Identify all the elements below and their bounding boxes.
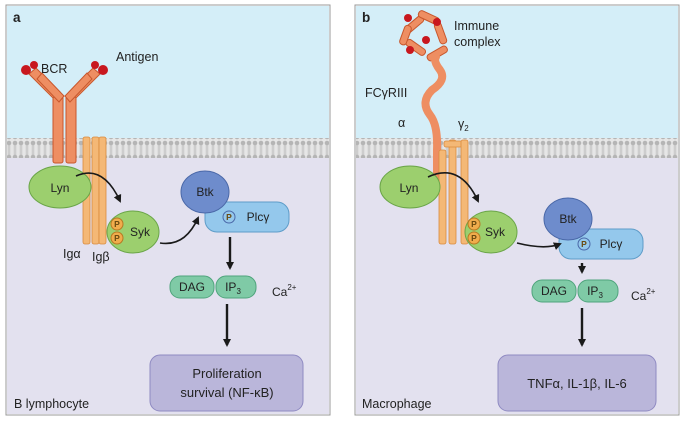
antigen-label: Antigen — [116, 50, 158, 64]
phosphate-label: P — [114, 233, 120, 243]
antigen-dot — [30, 61, 38, 69]
panel-b: b Immune complex FCγRIII α γ2 Lyn — [354, 4, 680, 416]
fcgr3-alpha-chain — [421, 53, 447, 186]
plc-gamma — [204, 201, 290, 233]
ip3-label: IP3 — [587, 284, 603, 300]
lyn-label: Lyn — [51, 181, 70, 195]
bcr-label: BCR — [41, 62, 67, 76]
cell-label: B lymphocyte — [14, 397, 89, 411]
antigen-dot — [98, 65, 108, 75]
lyn-label: Lyn — [400, 181, 419, 195]
phosphate-label: P — [471, 219, 477, 229]
antigen-dot — [433, 18, 441, 26]
outcome-line: TNFα, IL-1β, IL-6 — [527, 376, 627, 391]
phosphate-badge — [222, 210, 236, 224]
panel-b-membrane — [356, 138, 678, 158]
outcome-box — [497, 354, 657, 412]
phosphate-badge — [467, 217, 481, 231]
panel-a-letter: a — [13, 10, 21, 25]
phosphate-label: P — [226, 212, 232, 222]
syk-to-btk-arrow — [159, 216, 200, 245]
syk-to-btk-arrow — [516, 242, 562, 250]
antigen-dot — [406, 46, 414, 54]
bcr-arm-right-inner — [64, 72, 93, 103]
antibody-fragment — [399, 24, 412, 46]
outcome-box — [149, 354, 304, 412]
ig-beta-label: Igβ — [92, 250, 110, 264]
ip3-label: IP3 — [225, 280, 241, 296]
btk-kinase — [543, 197, 593, 241]
ip3-messenger — [577, 279, 619, 303]
phosphate-badge — [110, 217, 124, 231]
antigen-dot — [422, 36, 430, 44]
lyn-to-syk-arrow — [75, 172, 122, 203]
lyn-kinase — [379, 165, 441, 209]
phosphate-badge — [467, 231, 481, 245]
phosphate-badge — [577, 237, 591, 251]
antigen-dot — [91, 61, 99, 69]
phosphate-label: P — [471, 233, 477, 243]
gamma-chain-label: γ2 — [458, 117, 469, 133]
dag-messenger — [169, 275, 215, 299]
cell-label: Macrophage — [362, 397, 432, 411]
ip3-messenger — [215, 275, 257, 299]
plc-gamma-label: Plcγ — [247, 210, 270, 224]
calcium-label: Ca2+ — [631, 287, 656, 303]
immune-complex-label: Immune — [454, 19, 499, 33]
bcr-stem-left — [52, 94, 64, 164]
btk-label: Btk — [559, 212, 577, 226]
dag-label: DAG — [179, 280, 205, 294]
phosphate-label: P — [114, 219, 120, 229]
gamma-chain-1 — [438, 149, 447, 245]
ig-alpha-chain-2 — [91, 136, 100, 245]
outcome-line: Proliferation — [192, 366, 261, 381]
syk-label: Syk — [130, 225, 151, 239]
immune-complex-label: complex — [454, 35, 501, 49]
gamma-chain-2 — [448, 139, 457, 245]
ig-beta-chain — [98, 136, 107, 245]
lyn-to-syk-arrow — [427, 172, 480, 203]
antigen-dot — [404, 14, 412, 22]
gamma-chain-3 — [460, 139, 469, 245]
fcgr3-label: FCγRIII — [365, 86, 407, 100]
panel-b-letter: b — [362, 10, 370, 25]
alpha-chain-label: α — [398, 116, 405, 130]
phosphate-badge — [110, 231, 124, 245]
phosphate-label: P — [581, 239, 587, 249]
plc-gamma-label: Plcγ — [600, 237, 623, 251]
syk-label: Syk — [485, 225, 506, 239]
bcr-receptor — [21, 61, 108, 164]
outcome-line: survival (NF-κB) — [180, 385, 273, 400]
dag-messenger — [531, 279, 577, 303]
bcr-arm-left-inner — [36, 72, 65, 103]
panel-a: a BCR Antigen Lyn Syk P P Igα — [5, 4, 331, 416]
lyn-kinase — [28, 165, 92, 209]
calcium-label: Ca2+ — [272, 283, 297, 299]
dag-label: DAG — [541, 284, 567, 298]
bcr-stem-right — [65, 94, 77, 164]
ig-alpha-label: Igα — [63, 247, 81, 261]
antigen-dot — [21, 65, 31, 75]
btk-kinase — [180, 170, 230, 214]
btk-label: Btk — [196, 185, 214, 199]
